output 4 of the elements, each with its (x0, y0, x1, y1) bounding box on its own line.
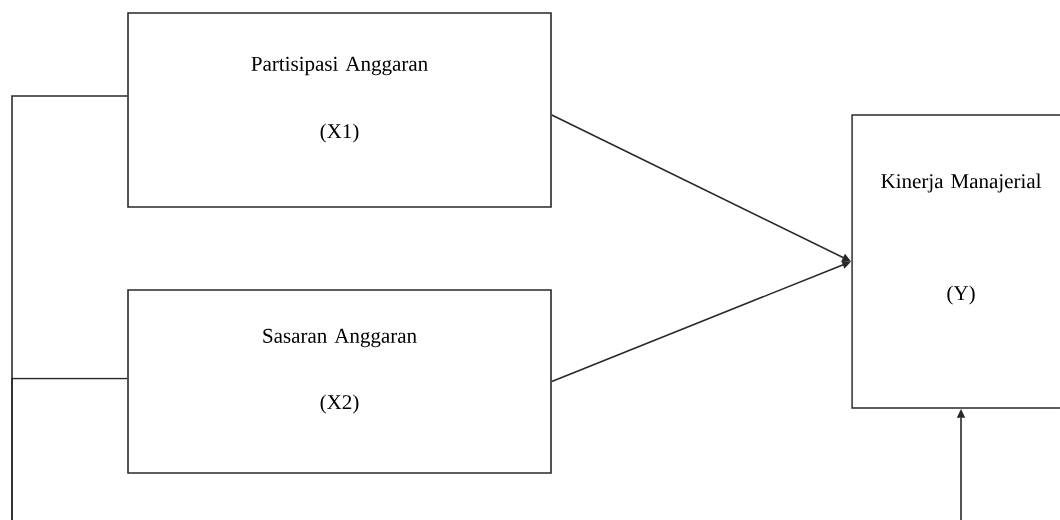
variable-box: Kinerja Manajerial (Y) (851, 114, 1060, 409)
variable-box: Sasaran Anggaran (X2) (127, 289, 552, 474)
connector-line (11, 377, 128, 520)
variable-box: Partisipasi Anggaran (X1) (127, 12, 552, 208)
